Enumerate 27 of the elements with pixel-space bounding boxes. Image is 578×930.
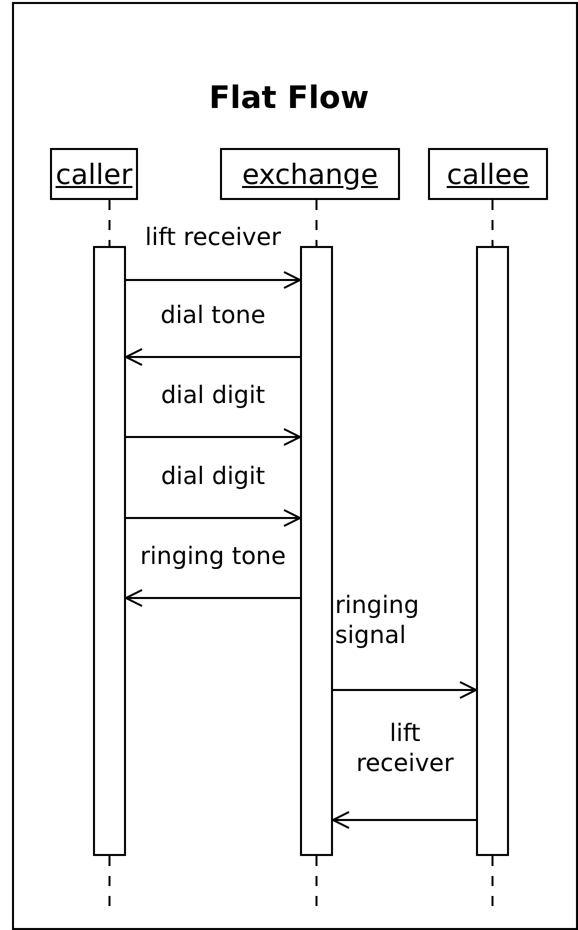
lifeline [108,856,110,906]
message-arrow [125,348,300,366]
message-arrow [332,811,476,829]
message-label: lift receiver [355,718,455,778]
message-arrow [126,271,301,289]
message-label: dial digit [160,380,266,410]
message-arrow [126,509,301,527]
message-arrow [126,428,301,446]
message-label: dial digit [160,461,266,491]
message-label: ringing tone [140,541,286,571]
lifeline-head-box: callee [428,148,548,200]
lifeline-head-box: caller [50,148,138,200]
activation-bar [93,246,126,856]
message-arrow [125,589,300,607]
lifeline [316,200,318,246]
message-label: lift receiver [145,222,281,252]
message-arrow [333,681,477,699]
activation-bar [300,246,333,856]
message-label: ringing signal [335,590,420,650]
lifeline [492,200,494,246]
activation-bar [476,246,509,856]
lifeline [108,200,110,246]
lifeline [316,856,318,906]
lifeline [492,856,494,906]
lifeline-head-box: exchange [220,148,400,200]
diagram-title: Flat Flow [208,80,370,116]
message-label: dial tone [160,300,266,330]
